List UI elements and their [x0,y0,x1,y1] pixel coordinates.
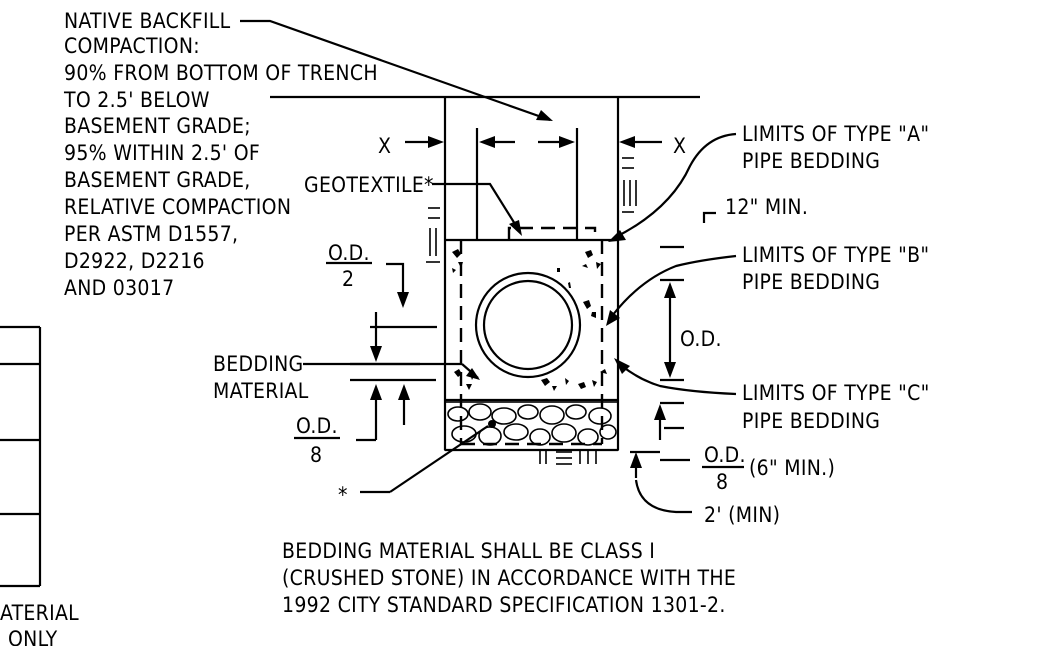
backfill-leader [240,19,551,122]
backfill-note-line: NATIVE BACKFILL [64,9,231,33]
bedding-spec-note: BEDDING MATERIAL SHALL BE CLASS I (CRUSH… [282,539,736,617]
type-b-label-line-1: LIMITS OF TYPE "B" [742,243,929,267]
od-eighth-left-denominator: 8 [310,443,322,467]
bedding-aggregate [452,249,607,391]
backfill-note: NATIVE BACKFILL COMPACTION: 90% FROM BOT… [63,9,553,300]
od-eighth-right-suffix: (6" MIN.) [749,456,835,480]
backfill-note-line: BASEMENT GRADE, [64,168,251,192]
partial-table: ATERIAL ONLY [0,325,79,646]
earth-hatch [426,157,637,465]
type-b-callout: LIMITS OF TYPE "B" PIPE BEDDING [606,243,929,326]
type-c-label-line-1: LIMITS OF TYPE "C" [742,381,930,405]
x-dimension-left: X [378,134,444,158]
backfill-note-line: BASEMENT GRADE; [64,114,251,138]
od-eighth-right-numerator: O.D. [704,443,746,467]
partial-note-line-1: ATERIAL [0,601,79,625]
type-a-callout: LIMITS OF TYPE "A" PIPE BEDDING [608,122,929,242]
bedding-material-callout: BEDDING MATERIAL [213,352,480,403]
type-a-label-line-1: LIMITS OF TYPE "A" [742,122,929,146]
backfill-note-line: TO 2.5' BELOW [63,88,210,112]
pipe [474,271,582,379]
x-label-left: X [378,134,391,158]
bedding-spec-line-1: BEDDING MATERIAL SHALL BE CLASS I [282,539,655,563]
x-dimension-right: X [619,134,686,158]
type-a-label-line-2: PIPE BEDDING [742,149,880,173]
od-half-numerator: O.D. [328,241,370,265]
backfill-note-line: AND 03017 [64,276,174,300]
min-2ft-label: 2' (MIN) [704,503,780,527]
backfill-note-line: PER ASTM D1557, [64,222,238,246]
backfill-note-line: D2922, D2216 [64,249,205,273]
od-half-dimension: O.D. 2 [326,241,437,329]
bedding-thickness-dimension: O.D. 8 [294,312,436,467]
min-12-label: 12" MIN. [725,195,808,219]
asterisk-label: * [338,483,348,507]
asterisk-callout: * [338,425,489,507]
od-eighth-left-numerator: O.D. [296,414,338,438]
partial-note-line-2: ONLY [8,627,58,646]
x-label-right: X [673,134,686,158]
bedding-material-label-line-1: BEDDING [213,352,303,376]
backfill-note-line: 95% WITHIN 2.5' OF [64,141,260,165]
bedding-material-label-line-2: MATERIAL [213,379,309,403]
od-eighth-right-denominator: 8 [716,470,728,494]
type-b-label-line-2: PIPE BEDDING [742,270,880,294]
backfill-note-line: RELATIVE COMPACTION [64,195,291,219]
backfill-note-line: 90% FROM BOTTOM OF TRENCH [64,61,378,85]
geotextile-label: GEOTEXTILE* [304,173,434,197]
bedding-spec-line-3: 1992 CITY STANDARD SPECIFICATION 1301-2. [282,593,726,617]
right-dimensions: O.D. 12" MIN. O.D. 8 (6" MIN.) 2' (MIN) [630,195,835,527]
bedding-spec-line-2: (CRUSHED STONE) IN ACCORDANCE WITH THE [282,566,736,590]
od-half-denominator: 2 [342,267,354,291]
geotextile-wrap: GEOTEXTILE* [304,173,604,446]
type-c-callout: LIMITS OF TYPE "C" PIPE BEDDING [614,358,930,433]
type-c-label-line-2: PIPE BEDDING [742,409,880,433]
pipe-width-dimension [475,128,579,240]
trench [270,95,700,465]
od-label: O.D. [680,327,722,351]
backfill-note-line: COMPACTION: [64,34,200,58]
